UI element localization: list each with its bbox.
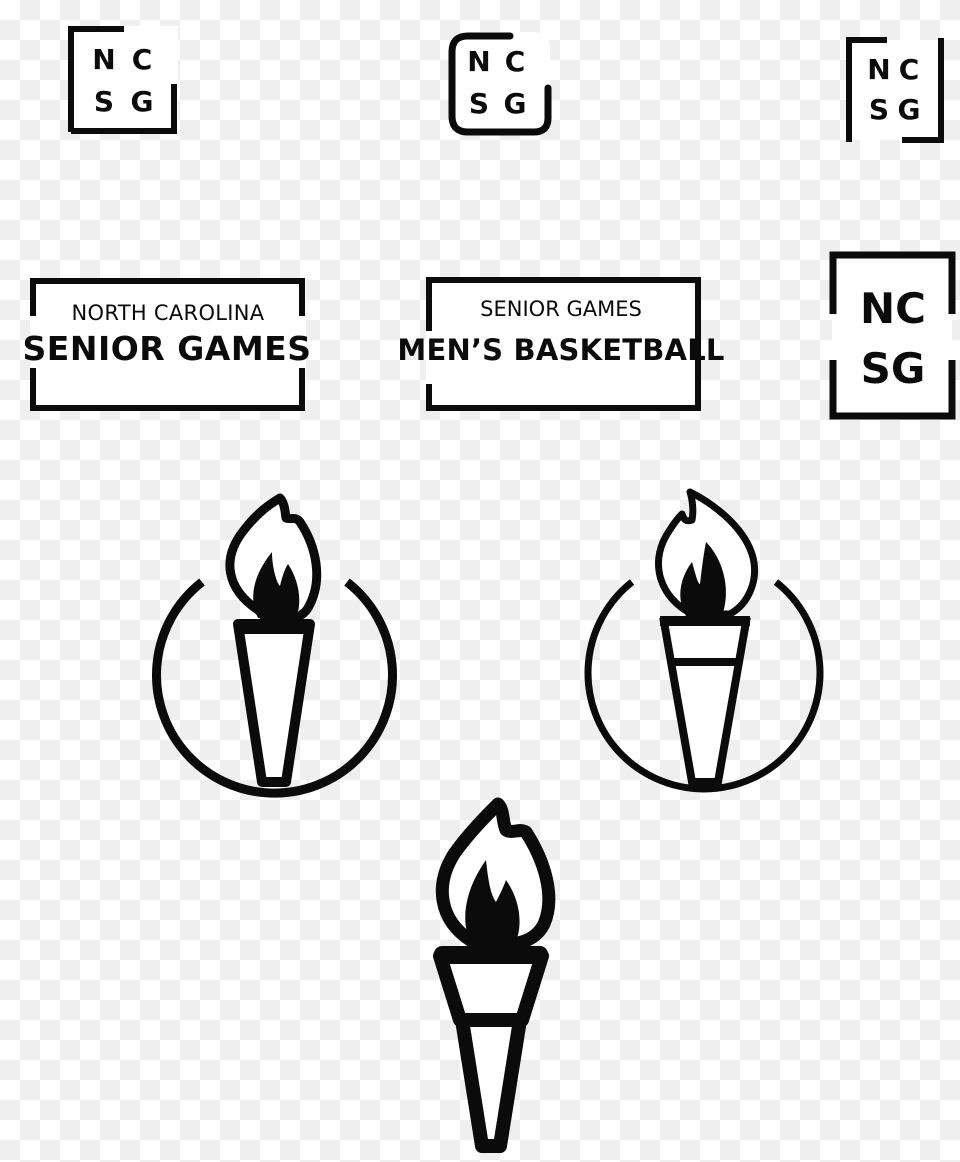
monogram-side-brackets: N C S G (844, 36, 946, 144)
monogram-letter-n: N (467, 45, 491, 78)
wordmark-north-carolina-senior-games: NORTH CAROLINA SENIOR GAMES (0, 276, 340, 414)
monogram-line2: SG (860, 344, 926, 393)
monogram-letter-s: S (468, 87, 490, 120)
monogram-letter-g: G (503, 87, 527, 120)
monogram-rounded-bracket: N C S G (446, 30, 556, 138)
monogram-letter-g: G (130, 85, 154, 118)
monogram-letter-s: S (93, 85, 115, 118)
monogram-letter-c: C (504, 45, 526, 78)
monogram-four-corner-frame: NC SG (828, 250, 958, 422)
monogram-letter-c: C (898, 53, 920, 86)
monogram-square-bracket: N C S G (68, 26, 178, 134)
rect-frame-icon (30, 278, 305, 411)
monogram-line1: NC (860, 284, 926, 333)
monogram-letter-n: N (867, 53, 891, 86)
monogram-letter-c: C (131, 43, 153, 76)
monogram-letter-g: G (897, 93, 921, 126)
torch-in-circle-icon (152, 493, 397, 798)
wordmark-line1: SENIOR GAMES (480, 297, 642, 321)
four-corner-frame-icon (829, 251, 956, 420)
rounded-bracket-frame-icon (448, 32, 552, 136)
wordmark-line1: NORTH CAROLINA (71, 301, 265, 325)
side-brackets-frame-icon (846, 37, 944, 143)
wordmark-line2: SENIOR GAMES (22, 329, 312, 368)
rect-frame-icon (426, 277, 701, 411)
torch-in-circle-icon (584, 488, 824, 793)
monogram-letter-s: S (868, 93, 890, 126)
wordmark-line2: MEN’S BASKETBALL (397, 333, 725, 367)
bracket-frame-icon (68, 26, 177, 134)
monogram-letter-n: N (92, 43, 116, 76)
torch-icon (433, 797, 556, 1153)
wordmark-mens-basketball: SENIOR GAMES MEN’S BASKETBALL (397, 274, 728, 414)
